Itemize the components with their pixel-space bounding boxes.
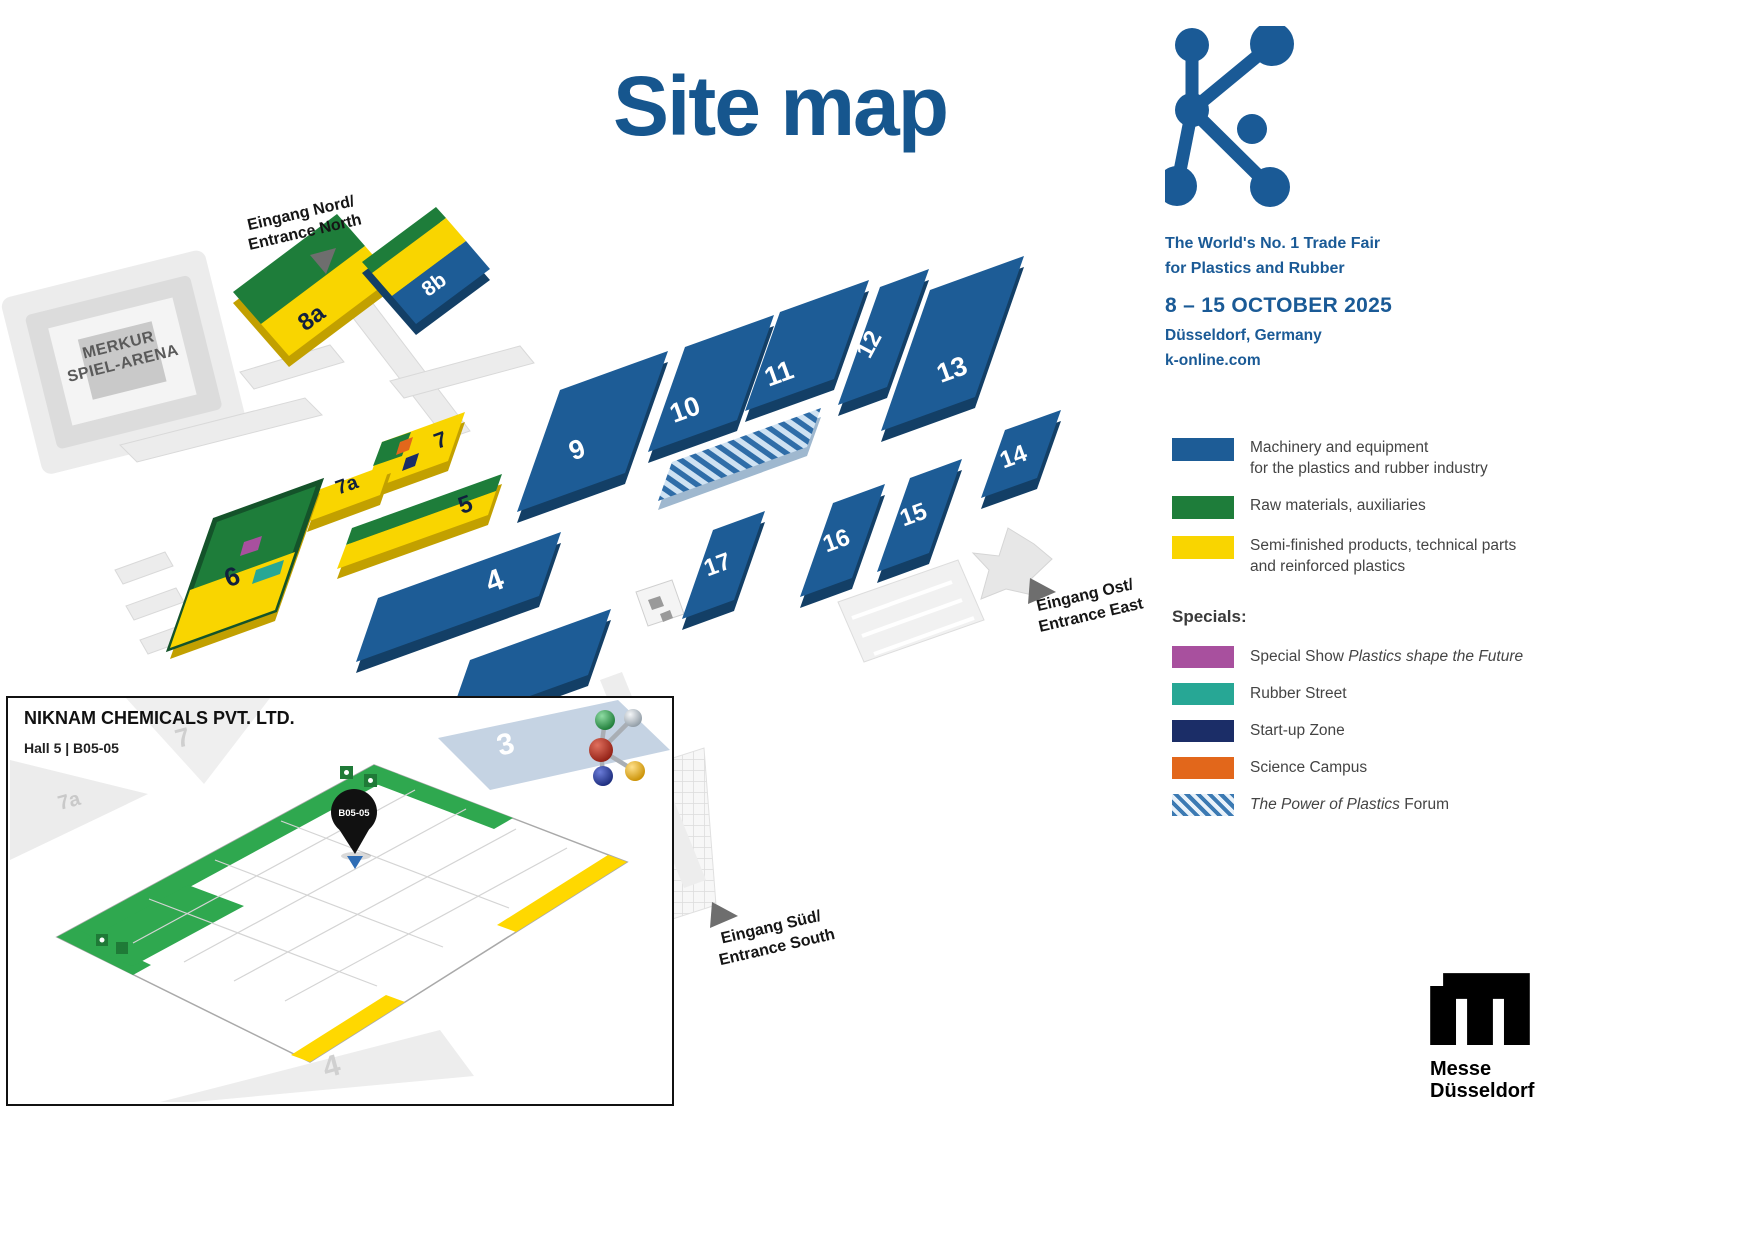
legend-label: Special Show — [1250, 648, 1349, 665]
messe-logo-line1: Messe — [1430, 1058, 1492, 1080]
legend-label: for the plastics and rubber industry — [1250, 460, 1488, 477]
k-logo — [1165, 26, 1294, 207]
legend-label: Forum — [1399, 796, 1449, 813]
hall-10: 10 — [648, 315, 774, 463]
parking-strip — [125, 587, 185, 621]
semi-finished-swatch — [1172, 536, 1234, 559]
entrance-south: Eingang Süd/ Entrance South — [710, 902, 837, 969]
legend-label: Raw materials, auxiliaries — [1250, 497, 1426, 514]
legend-label: Science Campus — [1250, 759, 1368, 776]
brand-location: Düsseldorf, Germany — [1165, 326, 1322, 344]
legend-label: Semi-finished products, technical parts — [1250, 537, 1517, 554]
legend-label-italic: Plastics shape the Future — [1348, 648, 1524, 665]
rubber-street-swatch — [1172, 683, 1234, 705]
legend-item-science-campus: Science Campus — [1172, 756, 1602, 779]
legend-item-forum: The Power of Plastics Forum — [1172, 793, 1602, 816]
science-campus-swatch — [1172, 757, 1234, 779]
science-campus-patch — [396, 437, 413, 455]
kiosk-door — [660, 610, 673, 622]
booth-detail-inset: 7a 7 3 4 — [6, 696, 674, 1106]
legend-item-machinery: Machinery and equipment for the plastics… — [1172, 437, 1602, 479]
machinery-swatch — [1172, 438, 1234, 461]
messe-logo-line2: Düsseldorf — [1430, 1080, 1535, 1102]
entrance-south-arrow — [710, 902, 738, 928]
exhibitor-booth: Hall 5 | B05-05 — [24, 740, 119, 756]
legend-item-rubber-street: Rubber Street — [1172, 682, 1602, 705]
hall-14: 14 — [981, 410, 1061, 509]
forum-swatch — [1172, 794, 1234, 816]
parking-strip — [114, 551, 174, 585]
rubber-street-patch — [252, 560, 284, 584]
faded-hall-4 — [160, 1030, 474, 1102]
legend-label-italic: The Power of Plastics — [1250, 796, 1400, 813]
service-building — [389, 345, 535, 399]
brand-block: The World's No. 1 Trade Fair for Plastic… — [1165, 26, 1565, 370]
hall-17: 17 — [682, 511, 765, 630]
merkur-spiel-arena: MERKUR SPIEL-ARENA — [1, 250, 246, 474]
booth-location-pin: B05-05 — [331, 789, 377, 869]
kiosk-door — [648, 596, 664, 610]
hall-12: 12 — [838, 269, 929, 416]
east-forecourt — [837, 559, 985, 663]
hall5-plan: B05-05 — [55, 764, 629, 1063]
forecourt-lines — [851, 580, 975, 656]
hall-8b: 8b — [362, 207, 490, 335]
hall-6: 6 — [165, 477, 325, 659]
special-show-patch — [240, 536, 262, 556]
booth-grid-lines — [132, 789, 568, 1002]
legend-item-semi-finished: Semi-finished products, technical parts … — [1172, 535, 1602, 577]
entrance-east: Eingang Ost/ Entrance East — [1028, 576, 1146, 636]
legend-item-raw-materials: Raw materials, auxiliaries — [1172, 495, 1602, 519]
entrance-east-arrow — [1028, 578, 1056, 604]
brand-tagline-2: for Plastics and Rubber — [1165, 259, 1345, 277]
hall-7: 7 — [365, 412, 465, 501]
walkway — [119, 397, 323, 463]
hall-9: 9 — [517, 351, 668, 523]
legend-item-special-show: Special Show Plastics shape the Future — [1172, 645, 1602, 668]
specials-heading: Specials: — [1172, 607, 1247, 626]
hall5-floorplan: 7a 7 3 4 — [10, 698, 670, 1102]
startup-zone-patch — [402, 453, 419, 471]
brand-dates: 8 – 15 OCTOBER 2025 — [1165, 293, 1393, 317]
legend-label: Start-up Zone — [1250, 722, 1345, 739]
legend: Machinery and equipment for the plastics… — [1172, 437, 1602, 830]
hall-5: 5 — [337, 474, 502, 579]
entrance-north-arrow — [310, 248, 336, 274]
power-of-plastics-forum — [658, 408, 821, 510]
legend-label: and reinforced plastics — [1250, 558, 1406, 575]
hall-15: 15 — [877, 459, 962, 583]
messe-duesseldorf-logo: Messe Düsseldorf — [1430, 962, 1570, 1102]
special-show-swatch — [1172, 646, 1234, 668]
hall-11: 11 — [745, 280, 869, 422]
hall-13: 13 — [881, 256, 1024, 442]
facility-icons — [96, 766, 377, 954]
page-title: Site map — [612, 59, 949, 153]
k-3d-logo — [589, 709, 645, 786]
legend-label: Rubber Street — [1250, 685, 1347, 702]
startup-zone-swatch — [1172, 720, 1234, 742]
pin-pointer — [347, 856, 363, 869]
hall-4: 4 — [356, 532, 561, 673]
exhibitor-name: NIKNAM CHEMICALS PVT. LTD. — [24, 708, 295, 728]
hall-16: 16 — [800, 484, 885, 608]
legend-item-startup-zone: Start-up Zone — [1172, 719, 1602, 742]
raw-materials-swatch — [1172, 496, 1234, 519]
hall-8a: 8a — [233, 214, 393, 367]
legend-label: Machinery and equipment — [1250, 439, 1429, 456]
brand-tagline-1: The World's No. 1 Trade Fair — [1165, 235, 1381, 252]
faded-hall-7a — [10, 760, 148, 860]
messe-logo-glyph — [1430, 973, 1530, 1045]
pin-label: B05-05 — [338, 808, 370, 819]
faded-hall-7 — [126, 698, 270, 784]
brand-website: k-online.com — [1165, 351, 1261, 369]
